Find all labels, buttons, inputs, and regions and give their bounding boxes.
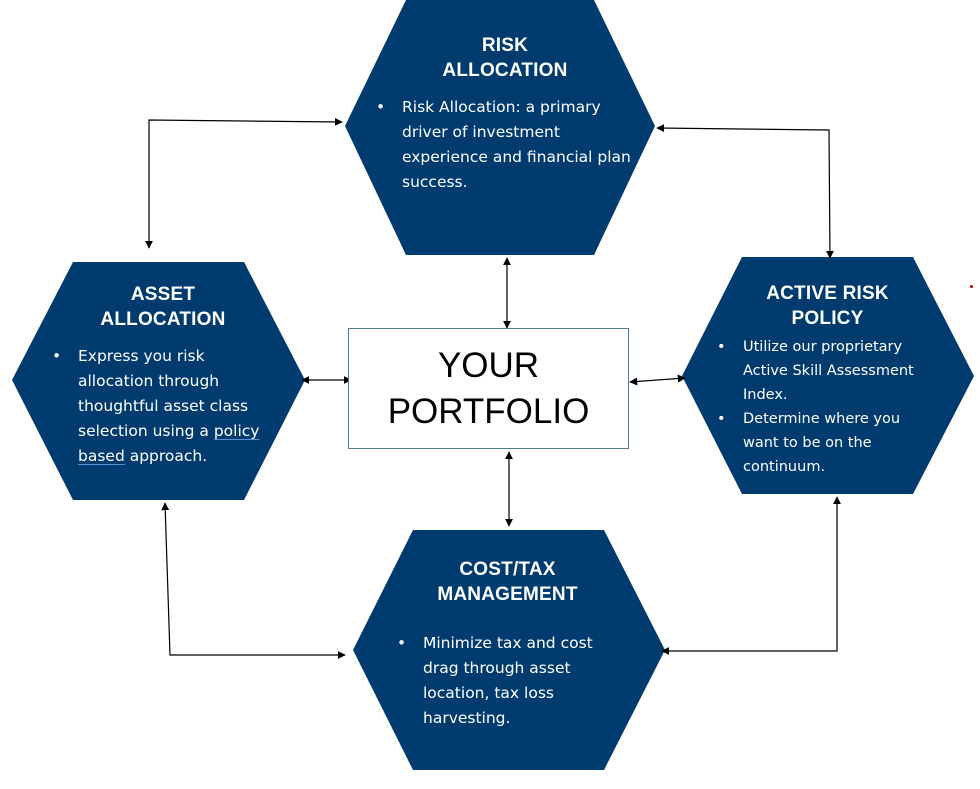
risk-allocation-content: RISK ALLOCATION Risk Allocation: a prima…: [374, 33, 636, 195]
asset-bullet-1: Express you risk allocation through thou…: [50, 344, 276, 469]
active-title-line-2: POLICY: [791, 308, 864, 329]
asset-title-line-1: ASSET: [130, 284, 196, 305]
risk-bullet-1: Risk Allocation: a primary driver of inv…: [374, 95, 636, 195]
your-portfolio-box: YOUR PORTFOLIO: [348, 328, 629, 449]
active-risk-policy-title: ACTIVE RISK POLICY: [715, 281, 940, 331]
arrow-active-cost: [661, 496, 841, 655]
arrow-center-active: [629, 374, 686, 386]
risk-allocation-bullets: Risk Allocation: a primary driver of inv…: [374, 95, 636, 195]
active-bullet-2: Determine where you want to be on the co…: [715, 407, 940, 479]
arrow-risk-active: [656, 124, 834, 259]
policy-link[interactable]: policy: [213, 422, 260, 440]
risk-allocation-title: RISK ALLOCATION: [374, 33, 636, 83]
center-line-1: YOUR: [437, 345, 540, 385]
asset-title-line-2: ALLOCATION: [100, 309, 226, 330]
based-link[interactable]: based: [78, 447, 125, 465]
asset-allocation-title: ASSET ALLOCATION: [50, 282, 276, 332]
cost-tax-management-content: COST/TAX MANAGEMENT Minimize tax and cos…: [395, 557, 620, 731]
red-dot-mark: [970, 285, 973, 288]
cost-tax-management-bullets: Minimize tax and cost drag through asset…: [395, 631, 620, 731]
asset-bullet-tail: approach.: [124, 447, 208, 465]
asset-allocation-bullets: Express you risk allocation through thou…: [50, 344, 276, 469]
risk-title-line-2: ALLOCATION: [442, 60, 568, 81]
arrow-asset-cost: [161, 502, 346, 659]
asset-bullet-text: Express you risk allocation through thou…: [78, 347, 249, 440]
cost-title-line-1: COST/TAX: [459, 559, 556, 580]
risk-title-line-1: RISK: [481, 35, 529, 56]
active-bullet-1: Utilize our proprietary Active Skill Ass…: [715, 335, 940, 407]
asset-allocation-content: ASSET ALLOCATION Express you risk alloca…: [50, 282, 276, 469]
active-risk-policy-bullets: Utilize our proprietary Active Skill Ass…: [715, 335, 940, 479]
cost-tax-management-title: COST/TAX MANAGEMENT: [395, 557, 620, 607]
arrow-risk-asset: [145, 117, 343, 249]
active-risk-policy-content: ACTIVE RISK POLICY Utilize our proprieta…: [715, 281, 940, 479]
center-line-2: PORTFOLIO: [387, 391, 590, 431]
cost-title-line-2: MANAGEMENT: [437, 584, 578, 605]
active-title-line-1: ACTIVE RISK: [766, 283, 889, 304]
cost-bullet-1: Minimize tax and cost drag through asset…: [395, 631, 620, 731]
